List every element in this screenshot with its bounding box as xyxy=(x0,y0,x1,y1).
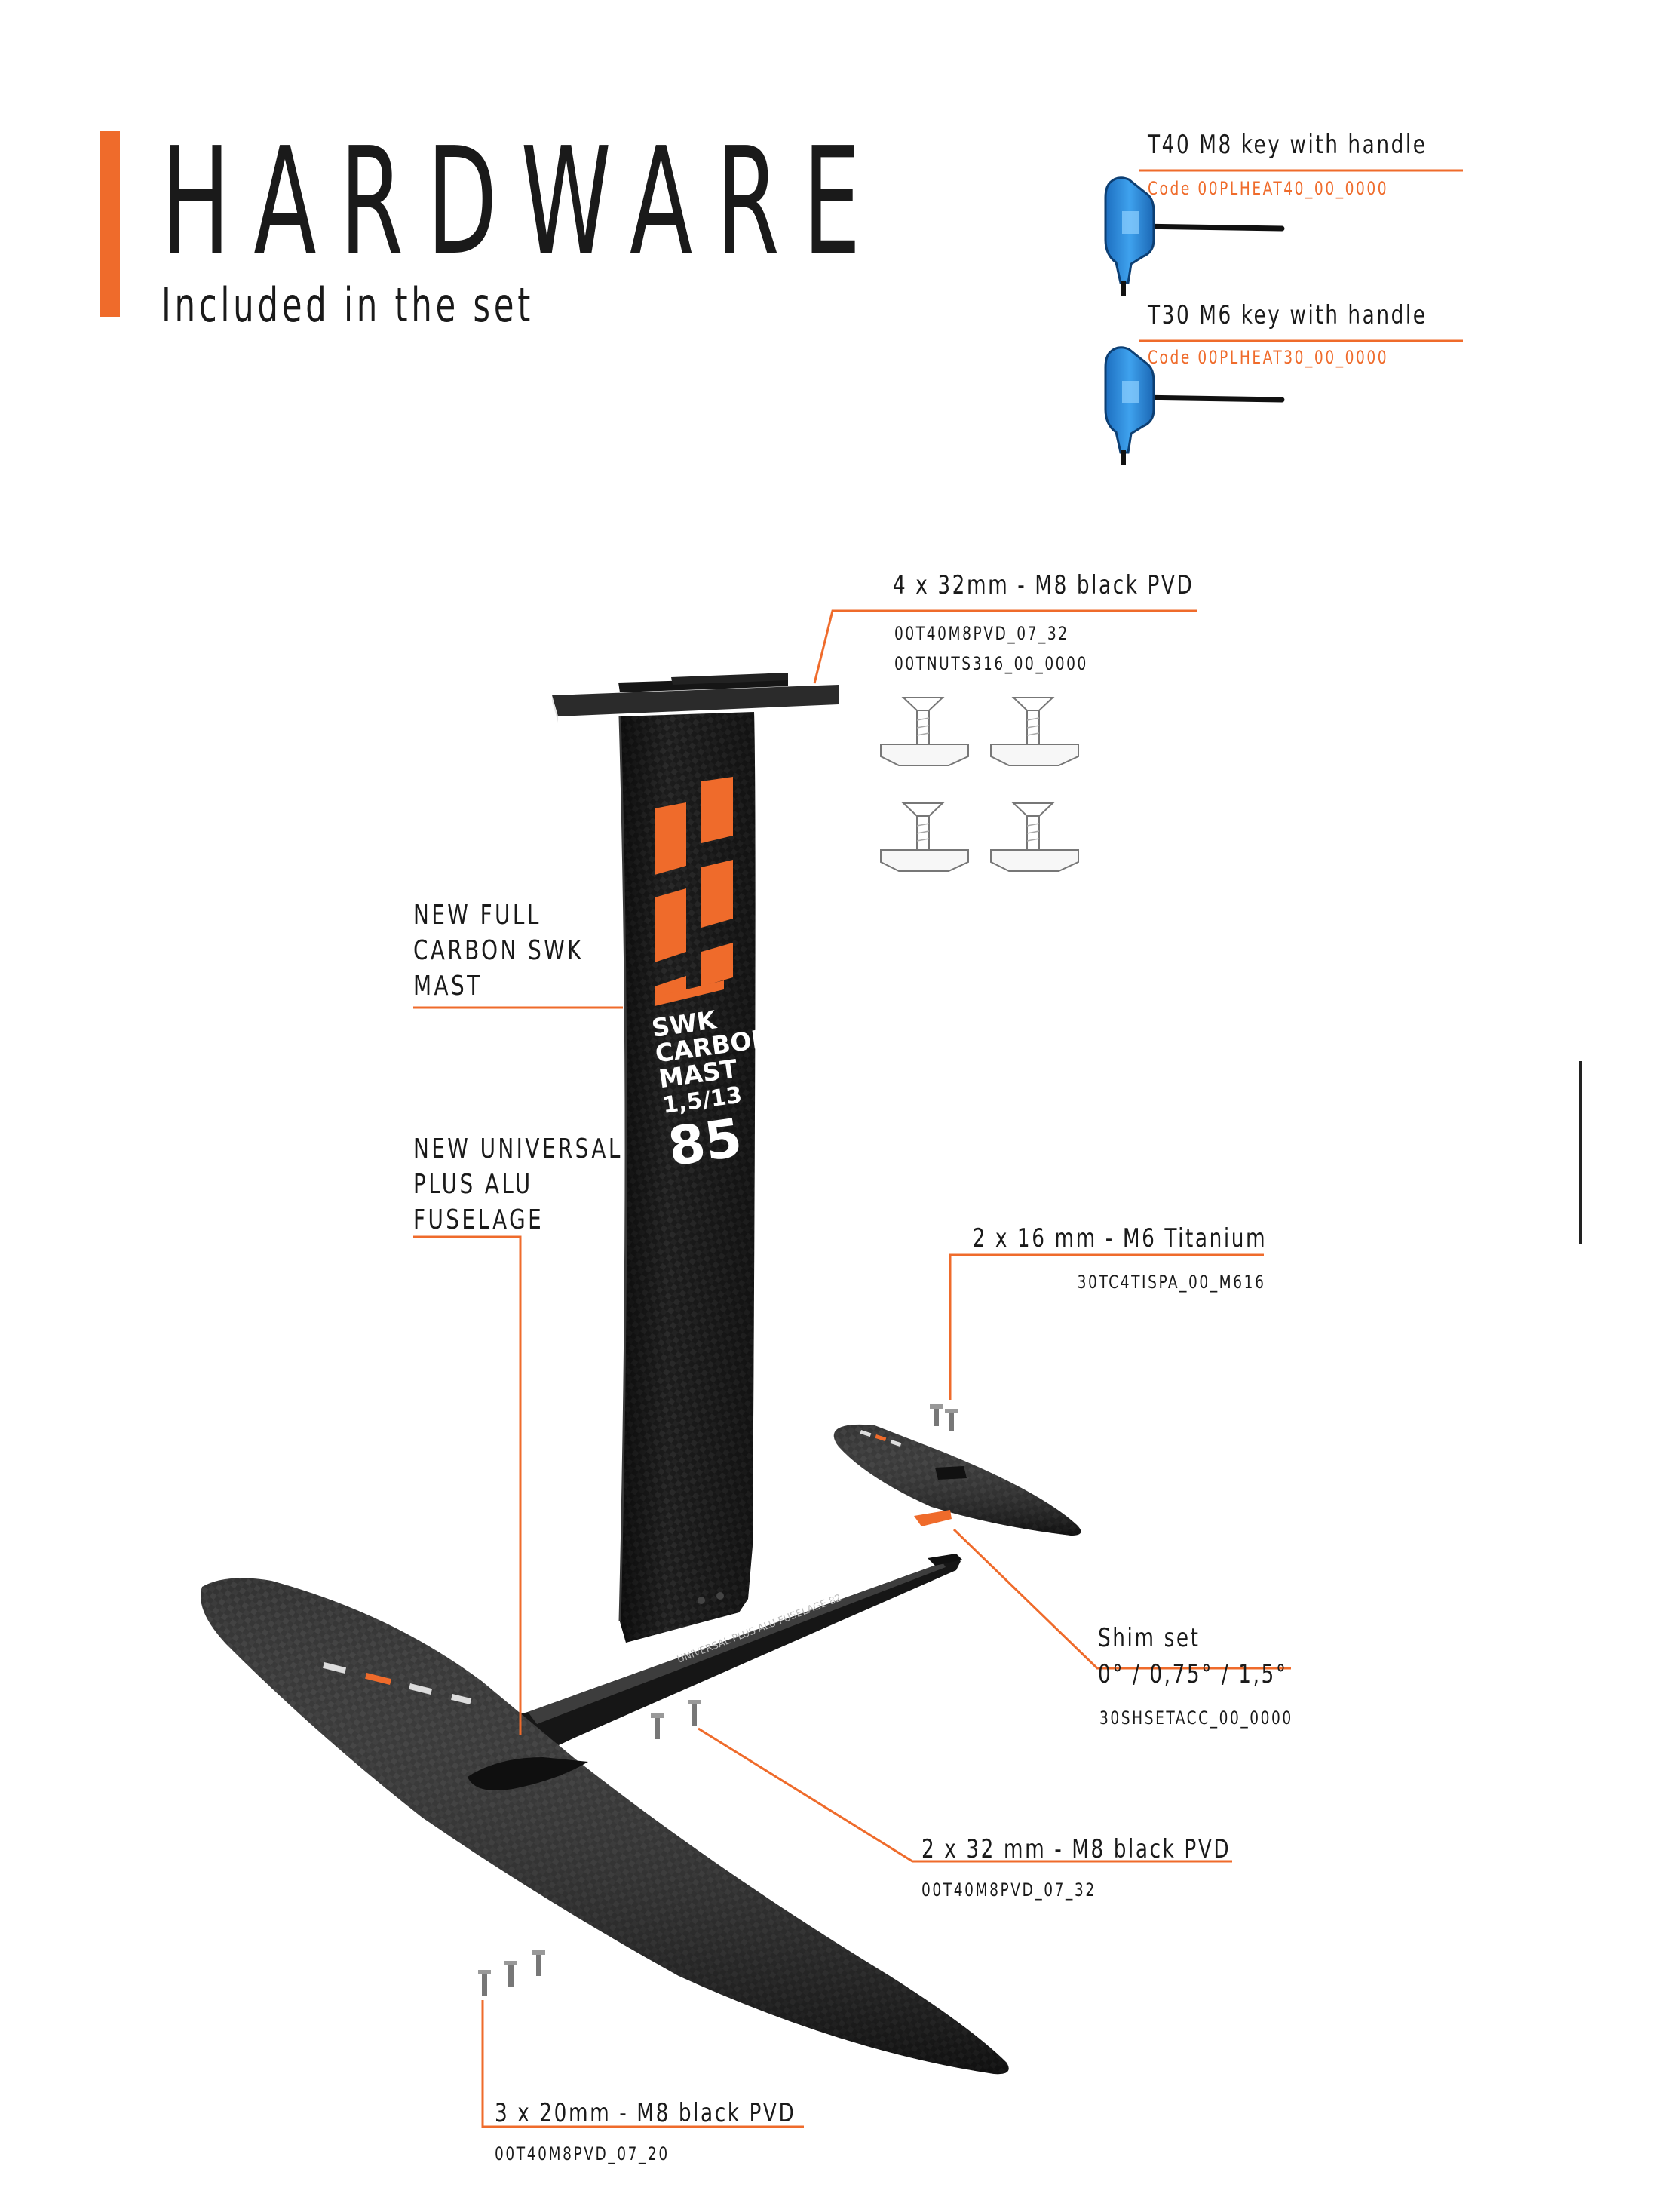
mast-screw-icons xyxy=(880,697,1079,872)
mast-screws-leader xyxy=(813,609,1197,684)
t30-key-label: T30 M6 key with handle xyxy=(1148,300,1427,330)
fuselage-screws-label: 2 x 32 mm - M8 black PVD xyxy=(921,1834,1231,1864)
t40-key-icon xyxy=(1104,176,1285,296)
shim-icon xyxy=(914,1510,952,1526)
t40-key-code: Code 00PLHEAT40_00_0000 xyxy=(1148,178,1389,199)
fuselage-leader xyxy=(413,1235,522,1735)
fuselage-label-line-3: FUSELAGE xyxy=(413,1204,544,1235)
shim-leader xyxy=(952,1528,1291,1670)
t30-key-code: Code 00PLHEAT30_00_0000 xyxy=(1148,347,1389,368)
title-accent-bar xyxy=(100,131,120,317)
carbon-mast xyxy=(552,673,839,1643)
t30-key-icon xyxy=(1104,346,1285,465)
mast-label: NEW FULL CARBON SWK MAST xyxy=(413,897,584,1004)
mast-screws-label: 4 x 32mm - M8 black PVD xyxy=(893,570,1194,600)
page-title: HARDWARE xyxy=(161,116,885,288)
stab-screws-label: 2 x 16 mm - M6 Titanium xyxy=(972,1223,1267,1253)
shim-label: Shim set xyxy=(1098,1623,1201,1653)
wing-screws-code: 00T40M8PVD_07_20 xyxy=(495,2143,670,2164)
stabilizer-wing xyxy=(833,1424,1081,1536)
mast-screws-code-1: 00T40M8PVD_07_32 xyxy=(894,623,1069,644)
fuselage-screws-leader xyxy=(698,1727,1232,1863)
stab-screw-icons xyxy=(930,1404,958,1431)
fuselage-label-line-2: PLUS ALU xyxy=(413,1169,533,1200)
stab-screws-code: 30TC4TISPA_00_M616 xyxy=(1077,1272,1265,1293)
mast-label-line-2: CARBON SWK xyxy=(413,935,584,966)
wing-screws-leader xyxy=(481,2000,804,2128)
mast-label-line-3: MAST xyxy=(413,971,483,1002)
mast-print: SWK CARBON MAST 1,5/13 85 xyxy=(650,1005,774,1178)
shim-angles: 0° / 0,75° / 1,5° xyxy=(1098,1659,1288,1689)
fuselage-screw-icons xyxy=(651,1700,701,1739)
t40-key-label: T40 M8 key with handle xyxy=(1148,130,1427,160)
mast-label-line-1: NEW FULL xyxy=(413,900,541,931)
fuselage-screws-code: 00T40M8PVD_07_32 xyxy=(921,1879,1096,1901)
shim-code: 30SHSETACC_00_0000 xyxy=(1099,1707,1293,1729)
wing-screw-icons xyxy=(478,1950,545,1996)
wing-screws-label: 3 x 20mm - M8 black PVD xyxy=(495,2098,796,2128)
front-wing xyxy=(201,1578,1009,2075)
fuselage-label: NEW UNIVERSAL PLUS ALU FUSELAGE xyxy=(413,1131,623,1238)
fuselage-label-line-1: NEW UNIVERSAL xyxy=(413,1134,623,1164)
mast-screw-threads xyxy=(916,717,1040,842)
stab-screws-leader xyxy=(949,1253,1264,1400)
mast-print-number: 85 xyxy=(664,1106,746,1178)
mast-screws-code-2: 00TNUTS316_00_0000 xyxy=(894,653,1088,674)
page-subtitle: Included in the set xyxy=(161,278,534,333)
